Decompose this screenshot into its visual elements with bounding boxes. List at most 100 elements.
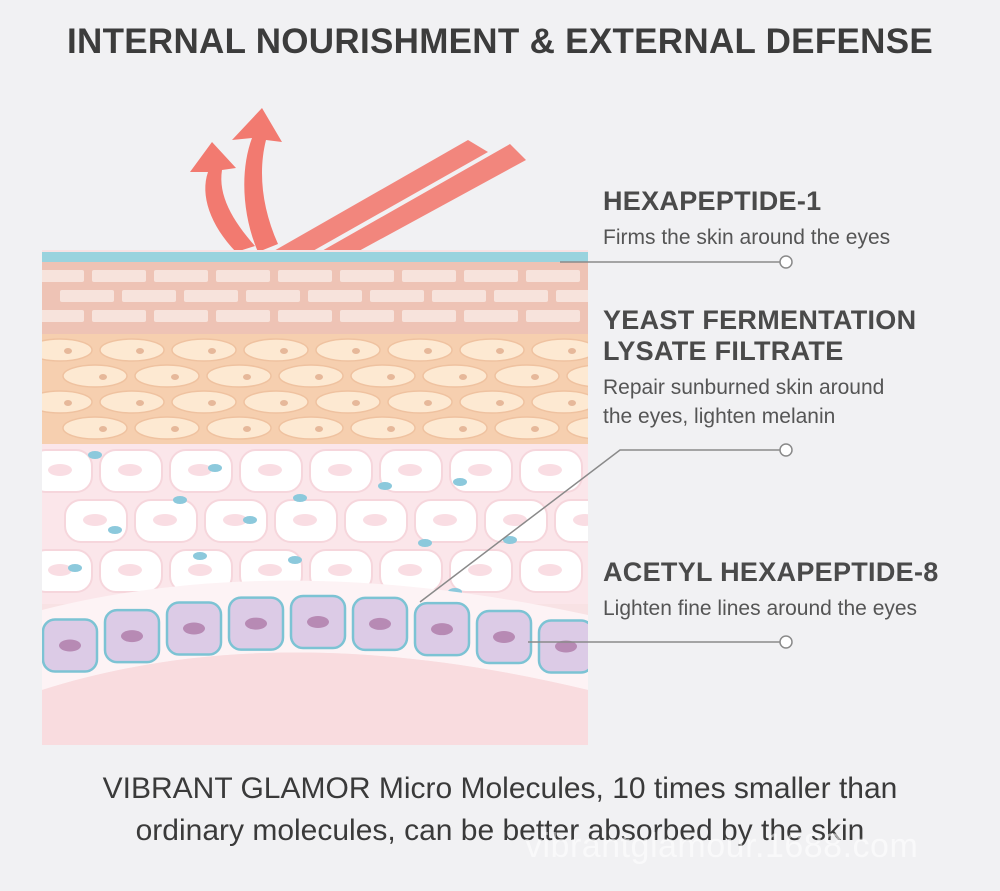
brick-cell bbox=[122, 290, 176, 302]
blue-molecule bbox=[173, 496, 187, 504]
white-cell-nucleus bbox=[48, 564, 72, 576]
ingredient-name: HEXAPEPTIDE-1 bbox=[603, 186, 822, 216]
fat-cell-nucleus bbox=[531, 374, 539, 380]
leader-end-icon bbox=[779, 255, 793, 269]
white-cell-nucleus bbox=[433, 514, 457, 526]
blue-molecules bbox=[68, 451, 517, 614]
fat-cell bbox=[315, 338, 381, 362]
white-cell-nucleus bbox=[118, 564, 142, 576]
basal-cells bbox=[42, 594, 588, 674]
fat-cell-nucleus bbox=[243, 374, 251, 380]
brick-cell bbox=[42, 270, 84, 282]
white-cell-nucleus bbox=[363, 514, 387, 526]
watermark: vibrantglamour.1688.com bbox=[525, 827, 919, 865]
basal-cell-nucleus bbox=[183, 622, 205, 635]
fat-cell bbox=[62, 416, 128, 440]
brick-cell bbox=[278, 310, 332, 322]
brick-cell bbox=[278, 270, 332, 282]
ingredient-acetyl-hexapeptide-8: ACETYL HEXAPEPTIDE-8 Lighten fine lines … bbox=[603, 557, 939, 623]
fat-cell-nucleus bbox=[568, 400, 576, 406]
fat-cell-nucleus bbox=[64, 400, 72, 406]
blue-molecule bbox=[208, 464, 222, 472]
fat-cell-nucleus bbox=[315, 426, 323, 432]
leader-end-icon bbox=[779, 635, 793, 649]
brick-cell bbox=[42, 310, 84, 322]
basal-cell-nucleus bbox=[121, 630, 143, 643]
fat-cell-nucleus bbox=[424, 348, 432, 354]
blue-molecule bbox=[288, 556, 302, 564]
basal-cell-nucleus bbox=[369, 617, 391, 630]
blue-molecule bbox=[503, 536, 517, 544]
white-cell-nucleus bbox=[468, 564, 492, 576]
brick-cell bbox=[340, 310, 394, 322]
fat-cell bbox=[99, 390, 165, 414]
fat-cell-nucleus bbox=[99, 426, 107, 432]
page-title: INTERNAL NOURISHMENT & EXTERNAL DEFENSE bbox=[66, 22, 934, 61]
fat-cell bbox=[171, 338, 237, 362]
fat-cell bbox=[206, 416, 272, 440]
ingredient-name: ACETYL HEXAPEPTIDE-8 bbox=[603, 557, 939, 587]
basal-cell-nucleus bbox=[431, 623, 453, 636]
blue-molecule bbox=[453, 478, 467, 486]
fat-cell bbox=[531, 390, 588, 414]
white-cell-nucleus bbox=[258, 564, 282, 576]
fat-cell bbox=[278, 364, 344, 388]
white-cell-nucleus bbox=[398, 464, 422, 476]
skin-surface-layer bbox=[42, 252, 588, 262]
brick-cell bbox=[216, 310, 270, 322]
white-cell-nucleus bbox=[398, 564, 422, 576]
fat-cell-nucleus bbox=[243, 426, 251, 432]
fat-cell-nucleus bbox=[99, 374, 107, 380]
outgoing-arrows-icon bbox=[190, 108, 526, 258]
ingredient-yeast-fermentation: YEAST FERMENTATION LYSATE FILTRATE Repai… bbox=[603, 305, 916, 431]
fat-cells bbox=[42, 338, 588, 440]
ingredient-description: Lighten fine lines around the eyes bbox=[603, 597, 918, 620]
fat-cell bbox=[62, 364, 128, 388]
leader-lines bbox=[419, 261, 780, 643]
brick-cell bbox=[246, 290, 300, 302]
brick-cell bbox=[588, 270, 642, 282]
fat-cell bbox=[387, 338, 453, 362]
fat-cell-nucleus bbox=[171, 426, 179, 432]
brick-cell bbox=[494, 290, 548, 302]
white-cell-nucleus bbox=[328, 464, 352, 476]
ingredient-name: YEAST FERMENTATION LYSATE FILTRATE bbox=[603, 305, 917, 366]
white-cell-nucleus bbox=[258, 464, 282, 476]
fat-cell-nucleus bbox=[568, 348, 576, 354]
white-cell-nucleus bbox=[293, 514, 317, 526]
fat-cell-nucleus bbox=[280, 348, 288, 354]
fat-cell-nucleus bbox=[315, 374, 323, 380]
basal-cell-nucleus bbox=[245, 617, 267, 630]
white-cells bbox=[42, 449, 588, 593]
white-cell-nucleus bbox=[118, 464, 142, 476]
fat-cell bbox=[566, 416, 588, 440]
fat-cell bbox=[42, 390, 93, 414]
fat-cell-nucleus bbox=[171, 374, 179, 380]
brick-cell bbox=[402, 310, 456, 322]
white-cell-nucleus bbox=[83, 514, 107, 526]
brick-cell bbox=[216, 270, 270, 282]
fat-cell bbox=[206, 364, 272, 388]
fat-cell-nucleus bbox=[352, 348, 360, 354]
brick-cell bbox=[308, 290, 362, 302]
white-cell-nucleus bbox=[188, 464, 212, 476]
fat-cell-nucleus bbox=[496, 400, 504, 406]
basal-cell-nucleus bbox=[493, 630, 515, 643]
fat-cell bbox=[315, 390, 381, 414]
white-cell-nucleus bbox=[153, 514, 177, 526]
fat-cell bbox=[134, 364, 200, 388]
fat-cell bbox=[171, 390, 237, 414]
fat-cell bbox=[494, 416, 560, 440]
brick-cell bbox=[526, 310, 580, 322]
brick-cell bbox=[340, 270, 394, 282]
brick-cell bbox=[464, 310, 518, 322]
fat-cell-nucleus bbox=[496, 348, 504, 354]
fat-cell bbox=[387, 390, 453, 414]
footer-caption: VIBRANT GLAMOR Micro Molecules, 10 times… bbox=[102, 772, 898, 847]
fat-cell bbox=[566, 364, 588, 388]
fat-cell-nucleus bbox=[280, 400, 288, 406]
fat-cell bbox=[350, 416, 416, 440]
blue-molecule bbox=[378, 482, 392, 490]
brick-cells bbox=[42, 270, 642, 322]
